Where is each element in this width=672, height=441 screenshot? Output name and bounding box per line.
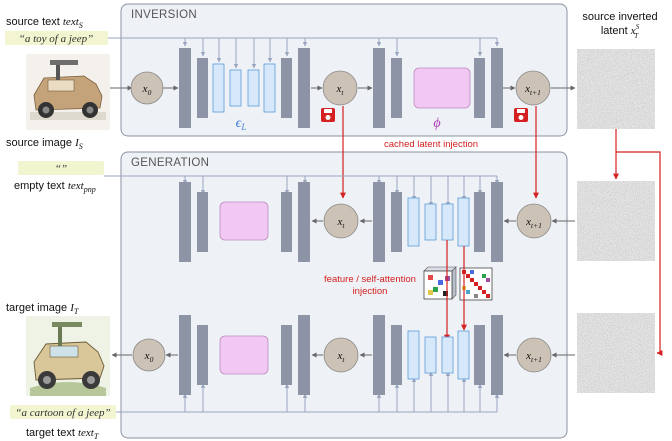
empty-prompt-text: “” bbox=[55, 163, 67, 175]
inv-unet-2 bbox=[373, 48, 503, 128]
save-disk-icon bbox=[321, 108, 335, 122]
attention-map-icon bbox=[423, 266, 493, 301]
inv-node-xt bbox=[322, 70, 358, 106]
phi-label: ϕ bbox=[433, 116, 440, 131]
gen1-text-ticks bbox=[182, 176, 500, 207]
target-prompt-box bbox=[10, 405, 116, 419]
gen1-unet-left bbox=[179, 182, 310, 262]
target-text-label: target text textT bbox=[26, 427, 99, 441]
gen1-node-xt1 bbox=[516, 203, 552, 239]
gen2-node-xt1-label: xt+1 bbox=[525, 350, 542, 364]
inv-node-xt-label: xt bbox=[336, 83, 345, 97]
inv-text-ticks bbox=[182, 38, 500, 69]
inv-node-x0 bbox=[130, 71, 164, 105]
generation-title: GENERATION bbox=[131, 157, 209, 169]
inverted-title-line1: source inverted bbox=[582, 11, 657, 23]
inv-node-xt1-label: xt+1 bbox=[524, 83, 541, 97]
gen1-node-xt1-label: xt+1 bbox=[525, 216, 542, 230]
noise-latent-image bbox=[577, 49, 655, 129]
gen2-node-x0-label: x0 bbox=[144, 350, 154, 364]
gen2-unet-right bbox=[373, 315, 503, 395]
gen2-node-xt-label: xt bbox=[337, 350, 346, 364]
gen2-node-xt1 bbox=[516, 337, 552, 373]
gen1-node-xt bbox=[323, 203, 359, 239]
inv-unet-1 bbox=[179, 48, 310, 128]
gen2-text-ticks bbox=[182, 371, 500, 412]
inv-node-x0-label: x0 bbox=[142, 83, 152, 97]
source-prompt-box bbox=[5, 31, 108, 45]
gen1-unet-right bbox=[373, 182, 503, 262]
noise-latent-image-2 bbox=[577, 181, 655, 261]
gen2-node-x0 bbox=[132, 338, 166, 372]
gen1-node-xt-label: xt bbox=[337, 216, 346, 230]
target-prompt-text: “a cartoon of a jeep” bbox=[15, 407, 110, 419]
inv-node-xt1 bbox=[515, 70, 551, 106]
jeep-photo-image bbox=[26, 54, 110, 130]
target-image-label: target image IT bbox=[6, 302, 79, 316]
source-text-label: source text textS bbox=[6, 16, 83, 30]
source-image-label: source image IS bbox=[6, 137, 83, 151]
empty-text-label: empty text textpnp bbox=[14, 180, 96, 194]
jeep-cartoon-image bbox=[26, 316, 110, 396]
empty-prompt-box bbox=[18, 161, 104, 175]
feature-injection-label-1: feature / self-attention bbox=[324, 274, 416, 285]
source-prompt-text: “a toy of a jeep” bbox=[19, 33, 94, 45]
noise-latent-image-3 bbox=[577, 313, 655, 393]
gen2-unet-left bbox=[179, 315, 310, 395]
feature-injection-label-2: injection bbox=[353, 286, 388, 297]
cached-latent-label: cached latent injection bbox=[384, 139, 478, 150]
gen2-node-xt bbox=[323, 337, 359, 373]
inversion-title: INVERSION bbox=[131, 9, 197, 21]
save-disk-icon-2 bbox=[514, 108, 528, 122]
epsilon-l-label: ϵL bbox=[236, 116, 247, 132]
route-to-latent-3 bbox=[616, 151, 663, 356]
